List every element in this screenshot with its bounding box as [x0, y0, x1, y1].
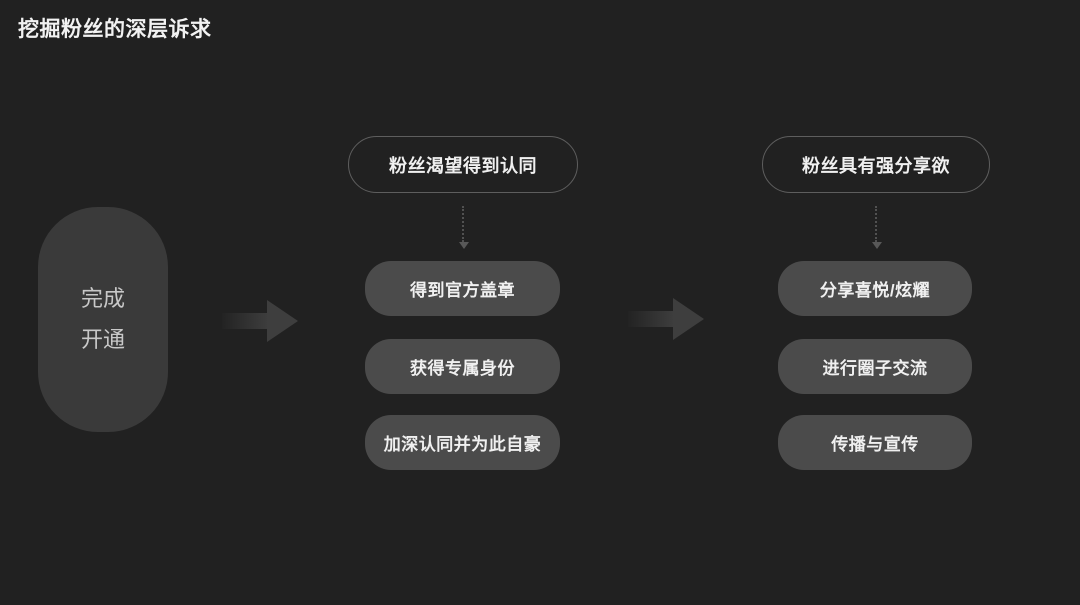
- flow-box-deepen-pride: 加深认同并为此自豪: [365, 415, 560, 470]
- page-title: 挖掘粉丝的深层诉求: [18, 18, 212, 41]
- arrowhead-icon: [872, 242, 882, 249]
- flow-box-spread-promote: 传播与宣传: [778, 415, 972, 470]
- arrowhead-icon: [459, 242, 469, 249]
- flow-box-share-joy: 分享喜悦/炫耀: [778, 261, 972, 316]
- start-node-line: 开通: [80, 326, 125, 352]
- flow-box-circle-communication: 进行圈子交流: [778, 339, 972, 394]
- dotted-arrow-down-icon: [872, 206, 882, 249]
- arrow-right-icon: [628, 298, 704, 340]
- start-node-line: 完成: [80, 286, 125, 312]
- flow-box-exclusive-identity: 获得专属身份: [365, 339, 560, 394]
- column-label-recognition: 粉丝渴望得到认同: [348, 136, 578, 193]
- start-node: 完成 开通: [38, 207, 168, 432]
- arrow-right-icon: [222, 300, 298, 342]
- column-label-sharing: 粉丝具有强分享欲: [762, 136, 990, 193]
- dotted-arrow-down-icon: [459, 206, 469, 249]
- flow-box-official-stamp: 得到官方盖章: [365, 261, 560, 316]
